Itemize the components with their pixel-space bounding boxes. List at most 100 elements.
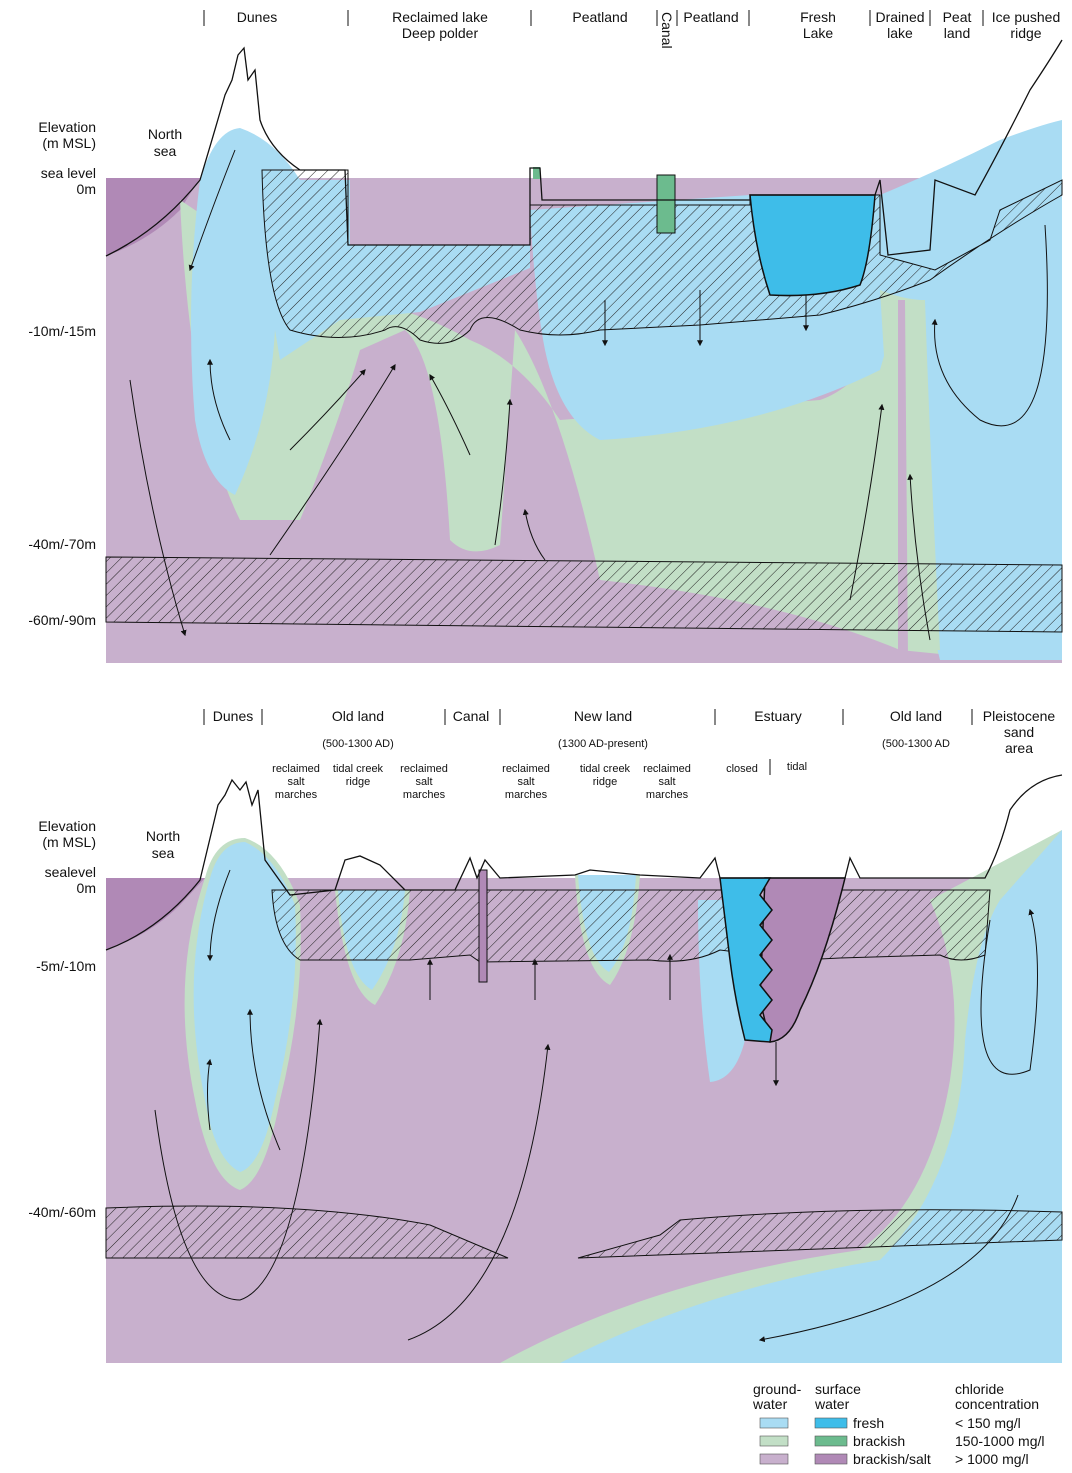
top-depth-1: -10m/-15m [28,323,96,339]
sublabel-closed: closed [726,763,758,775]
top-flow-arrow [907,473,931,641]
legend-fresh-conc: < 150 mg/l [955,1415,1021,1431]
top-header-fresh-lake-2: Lake [803,25,834,41]
top-brackish-groundwater [180,129,1062,661]
bottom-header-estuary: Estuary [754,708,801,724]
bottom-depth-1: -5m/-10m [36,958,96,974]
bottom-elevation-unit: (m MSL) [42,834,96,850]
bottom-flow-arrow [758,1194,1019,1343]
legend-salt-label: brackish/salt [853,1451,931,1467]
bottom-header-old-land: Old land [332,708,384,724]
bottom-header-old-land-sub: (500-1300 AD) [322,738,394,750]
sublabel-tidal-2b: ridge [593,776,617,788]
top-flow-arrow [188,149,236,272]
sublabel-reclaimed-1c: marches [275,789,318,801]
bottom-sublabels: reclaimed salt marches tidal creek ridge… [272,761,807,801]
top-depth-3: -60m/-90m [28,612,96,628]
top-flow-arrow [849,403,885,601]
legend-gw-brackish-swatch [759,1435,789,1447]
legend-brackish-label: brackish [853,1433,905,1449]
bottom-north-sea-label-2: sea [152,845,175,861]
top-flow-arrow [269,363,396,556]
bottom-header-pleistocene: Pleistocene [983,708,1056,724]
bottom-flow-arrow [407,1043,551,1341]
top-flow-arrow [289,369,366,451]
top-flow-arrow [429,373,471,456]
bottom-header-new-land-sub: (1300 AD-present) [558,738,648,750]
bottom-axis-labels: Elevation (m MSL) sealevel 0m -5m/-10m -… [28,818,180,1220]
top-sea-level-0m: 0m [77,181,96,197]
legend-col-chloride: chloride [955,1381,1004,1397]
bottom-flow-arrow [247,1008,281,1151]
sublabel-tidal-1b: ridge [346,776,370,788]
sublabel-reclaimed-1a: reclaimed [272,763,320,775]
top-north-sea-water [106,178,200,256]
bottom-sea-level: sealevel [45,864,96,880]
top-ground-surface [105,39,1063,257]
sublabel-reclaimed-1b: salt [287,776,304,788]
top-header-peatland: Peatland [572,9,627,25]
top-header-dunes: Dunes [237,9,277,25]
sublabel-tidal-1a: tidal creek [333,763,384,775]
bottom-elevation-title: Elevation [38,818,96,834]
bottom-dune-fresh-lens [193,842,296,1172]
top-headers: Dunes Reclaimed lake Deep polder Peatlan… [203,9,1061,49]
top-cross-section [105,39,1063,663]
bottom-flow-arrow [980,908,1038,1075]
top-elevation-title: Elevation [38,119,96,135]
bottom-header-dunes: Dunes [213,708,253,724]
top-header-ice-pushed-2: ridge [1010,25,1041,41]
sublabel-tidal: tidal [787,761,807,773]
top-header-peat-land-2: land [944,25,970,41]
top-header-peat-land: Peat [943,9,972,25]
top-brackish-column [880,290,940,650]
bottom-flow-arrow [207,869,231,962]
sublabel-reclaimed-2a: reclaimed [400,763,448,775]
bottom-header-old-land-2: Old land [890,708,942,724]
top-flow-arrow [494,398,513,546]
legend-col-surfacewater: surface [815,1381,861,1397]
bottom-north-sea-water [106,878,205,950]
legend-fresh-label: fresh [853,1415,884,1431]
sublabel-reclaimed-3b: salt [517,776,534,788]
top-header-peatland-2: Peatland [683,9,738,25]
legend-salt-conc: > 1000 mg/l [955,1451,1029,1467]
bottom-sea-level-0m: 0m [77,880,96,896]
bottom-estuary-salt [759,877,846,1043]
top-header-drained-lake-2: lake [887,25,913,41]
sublabel-reclaimed-3c: marches [505,789,548,801]
bottom-flow-arrow [206,1058,213,1131]
legend-col-chloride-2: concentration [955,1396,1039,1412]
sublabel-reclaimed-3a: reclaimed [502,763,550,775]
legend-gw-salt-swatch [759,1453,789,1465]
bottom-estuary-fresh [719,877,773,1043]
sublabel-reclaimed-2b: salt [415,776,432,788]
bottom-depth-2: -40m/-60m [28,1204,96,1220]
top-header-drained-lake: Drained [875,9,924,25]
top-north-sea-label-2: sea [154,143,177,159]
top-flow-arrow [931,224,1048,427]
top-header-reclaimed-lake-2: Deep polder [402,25,479,41]
bottom-ground-surface [105,774,1063,951]
legend-col-groundwater: ground- [753,1381,802,1397]
sublabel-tidal-2a: tidal creek [580,763,631,775]
top-header-ice-pushed: Ice pushed [992,9,1061,25]
top-header-reclaimed-lake: Reclaimed lake [392,9,488,25]
top-north-sea-label: North [148,126,182,142]
top-fresh-lake [749,194,876,297]
bottom-canal-water [478,869,488,983]
bottom-deep-aquitard-left [105,1205,509,1259]
legend-col-groundwater-2: water [752,1396,788,1412]
top-flow-arrow [207,358,231,441]
top-flow-arrow [129,379,187,637]
bottom-header-dividers [203,709,973,775]
bottom-header-pleistocene-2: sand [1004,724,1034,740]
legend-sw-brackish-swatch [814,1435,848,1447]
bottom-header-new-land: New land [574,708,632,724]
top-small-canal [533,167,540,179]
top-header-canal: Canal [659,12,675,49]
legend-col-surfacewater-2: water [814,1396,850,1412]
legend-sw-fresh-swatch [814,1417,848,1429]
bottom-header-old-land-2-sub: (500-1300 AD [882,738,950,750]
